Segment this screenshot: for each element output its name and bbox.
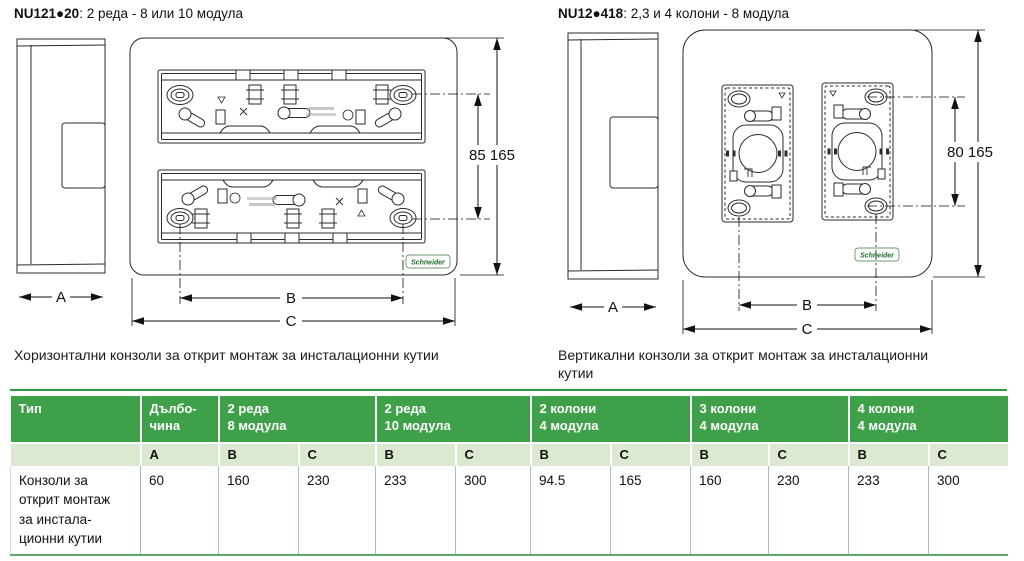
subheader-b: B: [375, 441, 457, 466]
value-depth-a: 60: [140, 465, 219, 556]
col-header-2cols-4mod: 2 колони 4 модула: [530, 396, 692, 443]
schneider-logo: Schneider: [854, 247, 900, 262]
subheader-b: B: [690, 441, 770, 466]
left-side-view: [16, 38, 106, 274]
subheader-a: A: [140, 441, 220, 466]
left-dim-height-label: 85 165: [469, 147, 515, 164]
right-product-code: NU12●418: [558, 6, 624, 21]
subheader-c: C: [928, 441, 1008, 466]
table-top-rule: [10, 389, 1007, 391]
value-3cols4-b: 160: [690, 465, 770, 556]
right-dim-a-label: A: [608, 299, 618, 316]
right-dim-b: B: [738, 214, 877, 314]
left-title-text: : 2 реда - 8 или 10 модула: [79, 6, 244, 21]
right-front-plate: Schneider: [682, 29, 933, 278]
value-2rows8-c: 230: [298, 465, 377, 556]
table-data-row: Конзоли за открит монтаж за инстала- цио…: [10, 465, 1008, 556]
schneider-logo-text: Schneider: [411, 260, 446, 267]
left-dim-c-label: C: [286, 313, 297, 330]
col-header-2rows-10mod: 2 реда 10 модула: [375, 396, 532, 443]
col-header-2rows-8mod: 2 реда 8 модула: [218, 396, 377, 443]
table-subheader-row: A B C B C B C B C B C: [10, 441, 1008, 466]
subheader-b: B: [848, 441, 930, 466]
right-side-view: [567, 32, 659, 280]
subheader-b: B: [530, 441, 612, 466]
value-3cols4-c: 230: [768, 465, 850, 556]
left-dim-height: 85 165: [412, 37, 521, 276]
schneider-logo: Schneider: [405, 254, 451, 269]
value-2rows10-b: 233: [375, 465, 457, 556]
value-4cols4-c: 300: [928, 465, 1008, 556]
left-section-title: NU121●20: 2 реда - 8 или 10 модула: [14, 6, 243, 21]
right-diagram-drawing: A Schneider 80 165 B C: [567, 29, 999, 338]
col-header-depth: Дълбо- чина: [140, 396, 220, 443]
right-dim-c-label: C: [802, 321, 813, 338]
value-2rows8-b: 160: [218, 465, 299, 556]
value-4cols4-b: 233: [848, 465, 930, 556]
right-dim-height-label: 80 165: [947, 144, 993, 161]
right-dim-a: A: [570, 298, 656, 316]
right-dim-b-label: B: [802, 297, 812, 314]
left-caption: Хоризонтални конзоли за открит монтаж за…: [14, 347, 439, 363]
subheader-c: C: [455, 441, 532, 466]
right-dim-height: 80 165: [867, 29, 999, 278]
left-dim-a-label: A: [56, 289, 66, 306]
col-header-type: Тип: [10, 396, 142, 443]
row-label: Конзоли за открит монтаж за инстала- цио…: [10, 465, 141, 556]
dimensions-table: Тип Дълбо- чина 2 реда 8 модула 2 реда 1…: [10, 389, 1008, 557]
right-dim-c: C: [682, 280, 933, 338]
subheader-b: B: [218, 441, 300, 466]
table-header-row: Тип Дълбо- чина 2 реда 8 модула 2 реда 1…: [10, 396, 1008, 443]
right-title-text: : 2,3 и 4 колони - 8 модула: [623, 6, 790, 21]
subheader-c: C: [298, 441, 377, 466]
schneider-logo-text: Schneider: [860, 253, 895, 260]
subheader-c: C: [768, 441, 850, 466]
value-2cols4-c: 165: [610, 465, 692, 556]
right-caption: Вертикални конзоли за открит монтаж за и…: [558, 347, 929, 382]
left-dim-b-label: B: [286, 290, 296, 307]
subheader-c: C: [610, 441, 692, 466]
subheader-empty: [10, 441, 142, 466]
col-header-4cols-4mod: 4 колони 4 модула: [848, 396, 1008, 443]
left-dim-c: C: [131, 278, 456, 330]
col-header-3cols-4mod: 3 колони 4 модула: [690, 396, 850, 443]
left-diagram-drawing: A Schneider 85 165 B C: [16, 37, 521, 330]
value-2rows10-c: 300: [455, 465, 532, 556]
left-dim-b: B: [179, 224, 404, 307]
left-front-plate: Schneider: [129, 37, 458, 276]
value-2cols4-b: 94.5: [530, 465, 612, 556]
left-dim-a: A: [19, 288, 103, 306]
left-product-code: NU121●20: [14, 6, 80, 21]
right-section-title: NU12●418: 2,3 и 4 колони - 8 модула: [558, 6, 789, 21]
